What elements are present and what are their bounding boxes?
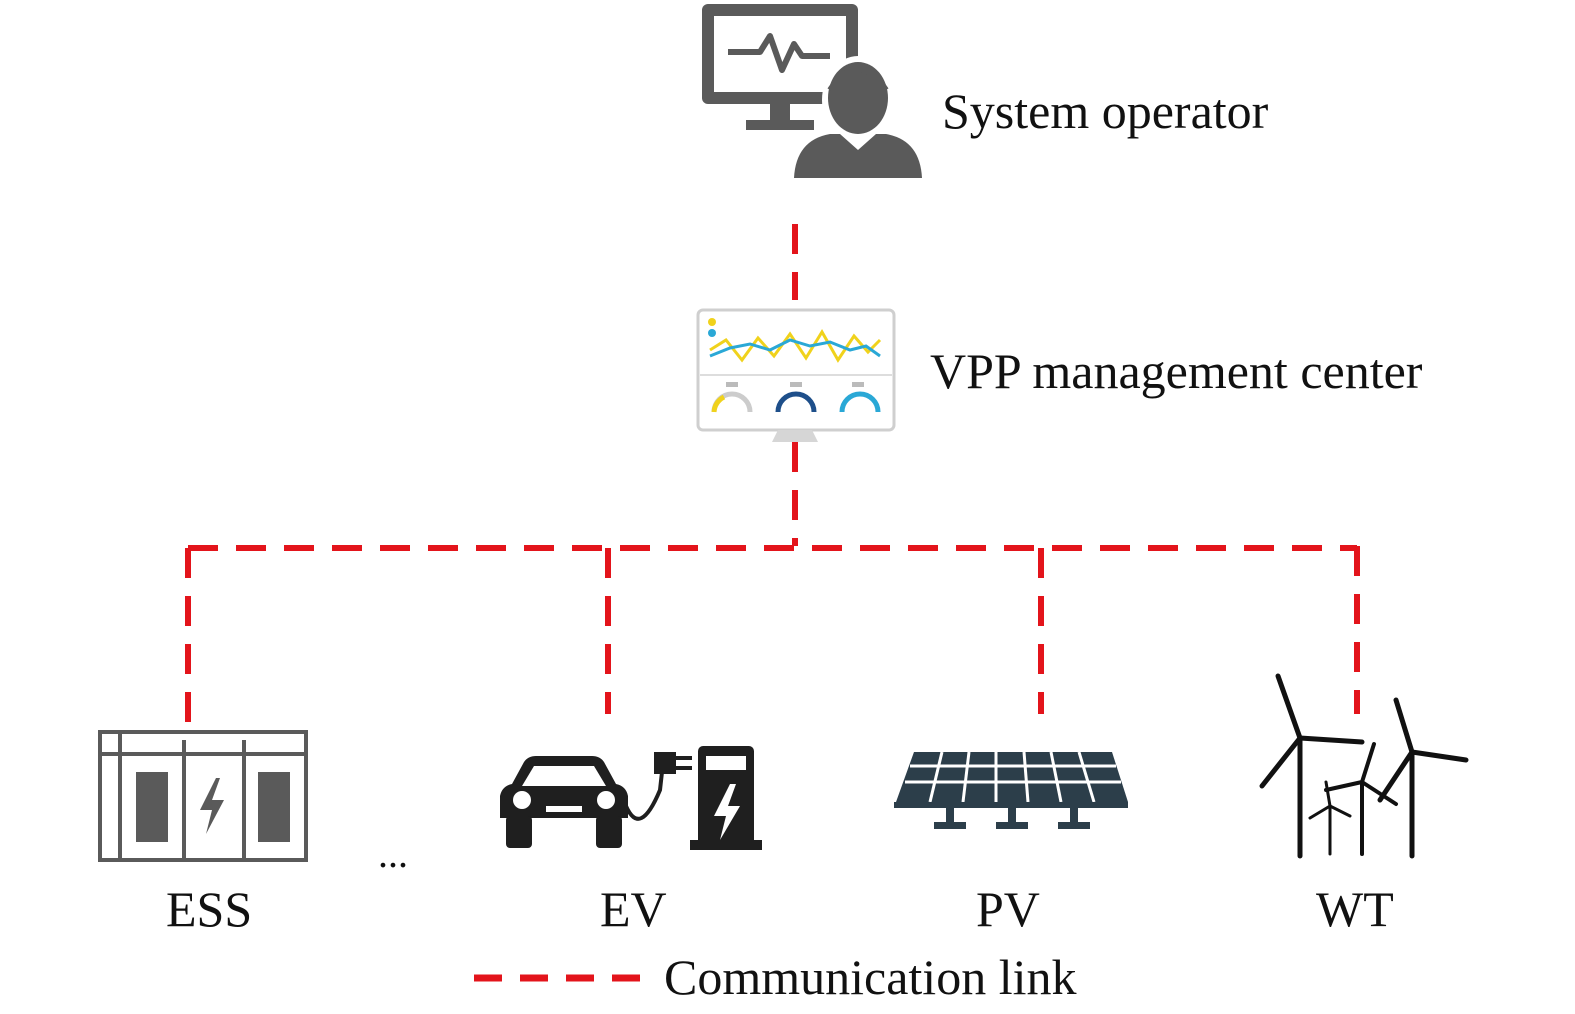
resource-label-ev: EV [600,881,667,937]
dashboard-monitor-icon [696,308,896,442]
wind-turbine-icon [1259,673,1469,859]
solar-panel-icon [894,751,1128,829]
operator-person-icon [794,56,922,178]
communication-links [185,224,1360,728]
operator-label: System operator [942,83,1269,139]
resource-label-wt: WT [1316,881,1394,937]
resource-label-ess: ESS [166,881,253,937]
ev-charging-icon [500,746,762,850]
ellipsis-label: ... [378,831,408,876]
vpp-label: VPP management center [930,343,1423,399]
battery-cabinet-icon [98,730,308,862]
operator-monitor-icon [702,4,858,130]
resource-label-pv: PV [976,881,1040,937]
legend-label: Communication link [664,949,1077,1005]
